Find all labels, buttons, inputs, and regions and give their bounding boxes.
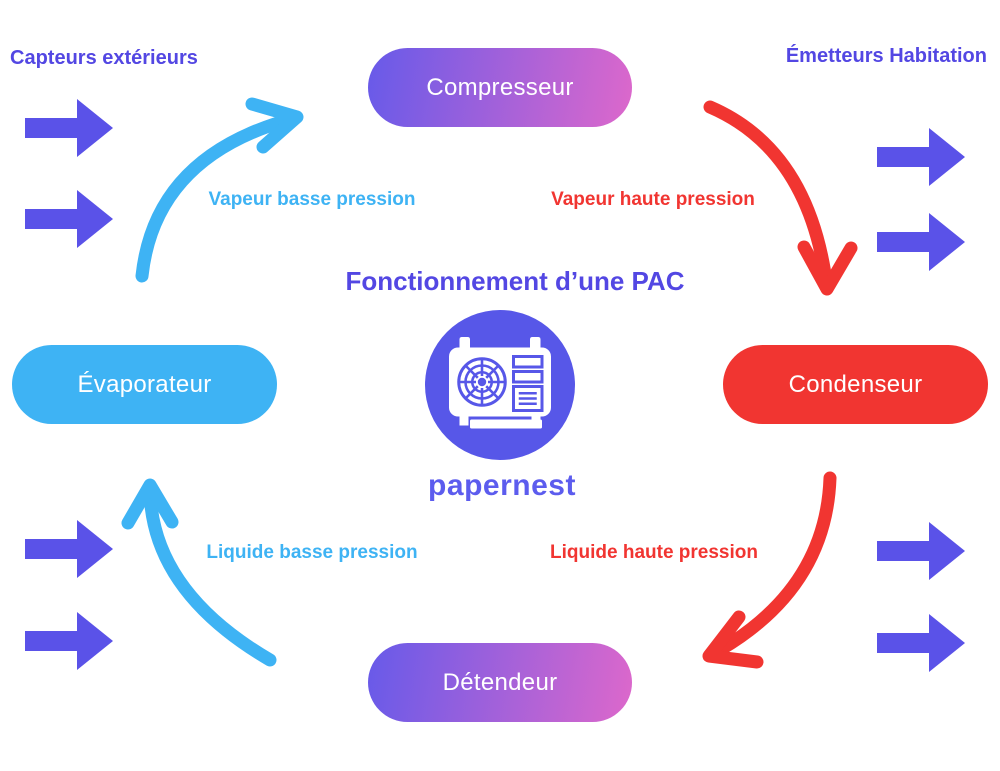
label-emetteurs-habitation: Émetteurs Habitation <box>785 45 987 67</box>
inflow-arrow-icon <box>25 520 113 578</box>
arrowhead-down-left-icon <box>702 610 764 669</box>
arrowhead-down-icon <box>797 240 858 296</box>
node-compresseur: Compresseur <box>368 48 632 127</box>
outflow-arrow-icon <box>877 213 965 271</box>
arrowhead-up-icon <box>121 478 179 530</box>
vent-lines-icon <box>518 391 537 406</box>
outflow-arrow-icon <box>877 522 965 580</box>
node-evaporateur: Évaporateur <box>12 345 277 424</box>
label-liquide-haute-pression: Liquide haute pression <box>550 542 758 563</box>
label-vapeur-basse-pression: Vapeur basse pression <box>208 189 416 210</box>
arrow-condenseur-to-detendeur-icon <box>704 471 837 662</box>
diagram-title: Fonctionnement d’une PAC <box>345 266 685 296</box>
label-capteurs-exterieurs: Capteurs extérieurs <box>10 47 198 69</box>
arrowhead-up-right-icon <box>245 97 304 154</box>
fan-spokes-icon <box>459 359 505 405</box>
label-liquide-basse-pression: Liquide basse pression <box>206 542 418 563</box>
inflow-arrow-icon <box>25 190 113 248</box>
node-detendeur: Détendeur <box>368 643 632 722</box>
node-condenseur: Condenseur <box>723 345 988 424</box>
outflow-arrow-icon <box>877 614 965 672</box>
inflow-arrow-icon <box>25 99 113 157</box>
label-vapeur-haute-pression: Vapeur haute pression <box>551 189 755 210</box>
heat-pump-icon <box>425 310 575 460</box>
papernest-logo-text: papernest <box>428 469 576 502</box>
outflow-arrow-icon <box>877 128 965 186</box>
inflow-arrow-icon <box>25 612 113 670</box>
arrow-detendeur-to-evaporateur-icon <box>143 480 277 667</box>
